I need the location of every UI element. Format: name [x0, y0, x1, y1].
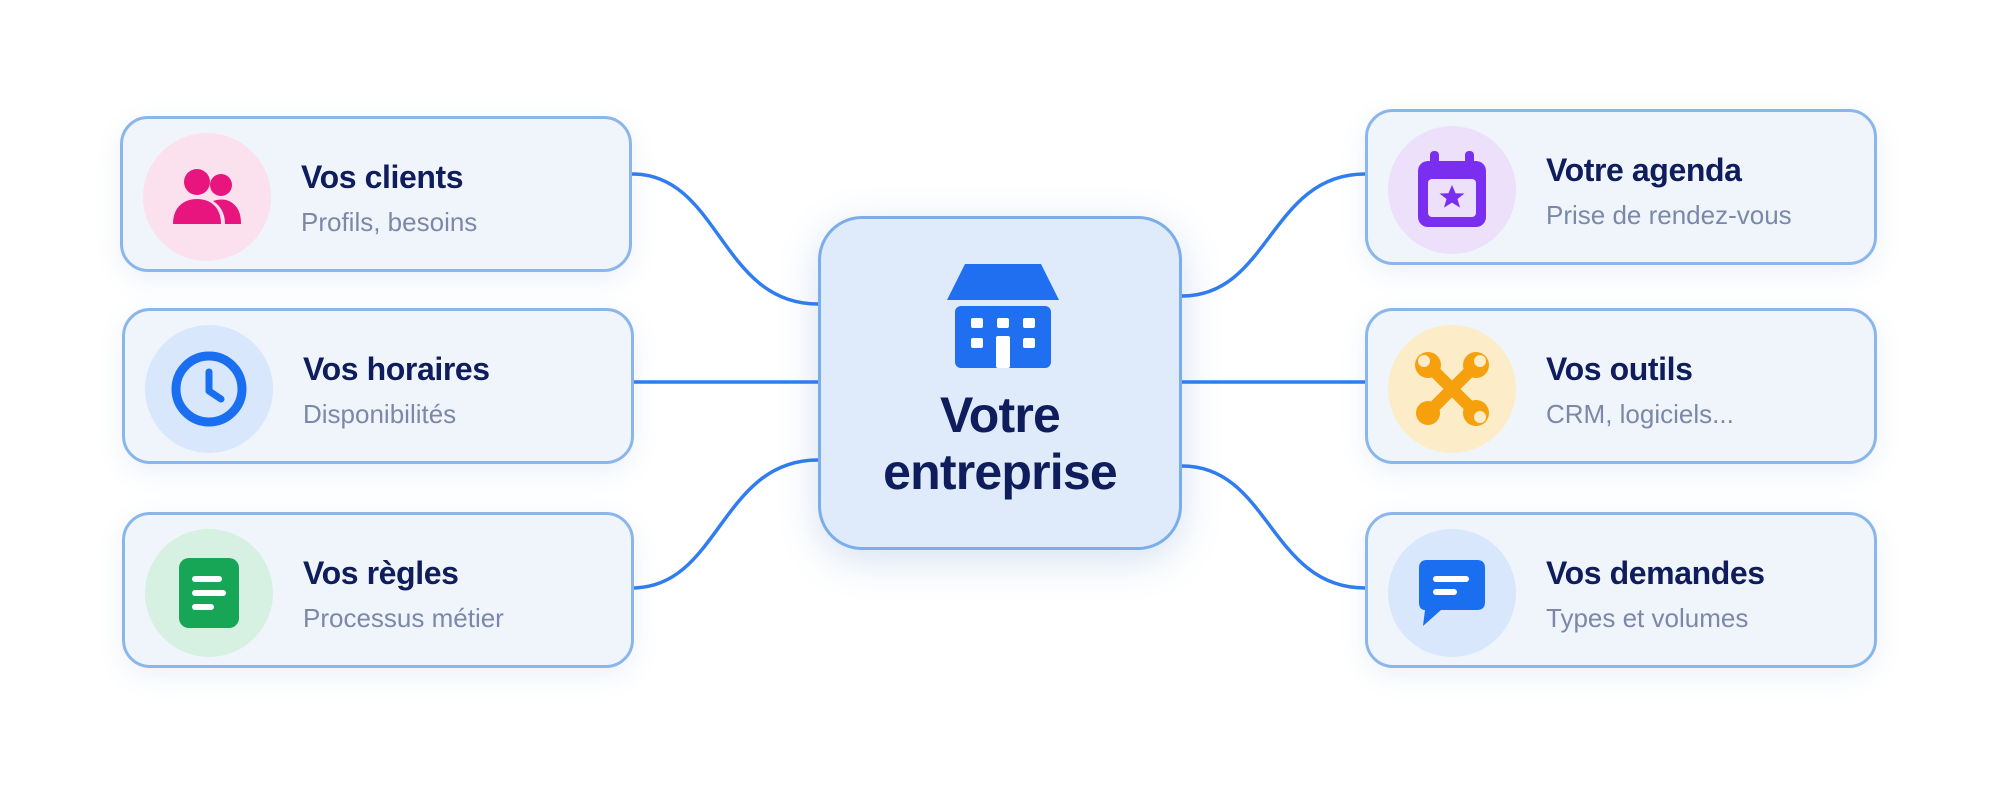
card-vos-outils[interactable]: Vos outils CRM, logiciels... [1365, 308, 1877, 464]
card-subtitle: CRM, logiciels... [1546, 399, 1734, 429]
connector-agenda [1181, 172, 1366, 298]
card-subtitle: Prise de rendez-vous [1546, 200, 1792, 230]
card-title: Vos règles [303, 555, 459, 591]
card-title: Vos outils [1546, 351, 1693, 387]
demandes-icon-circle [1388, 529, 1516, 657]
card-title: Votre agenda [1546, 152, 1742, 188]
users-icon [173, 169, 241, 224]
connector-demandes [1181, 464, 1366, 590]
clock-icon [171, 351, 247, 427]
calendar-star-icon [1418, 151, 1486, 227]
card-vos-horaires[interactable]: Vos horaires Disponibilités [122, 308, 634, 464]
center-title: Votre entreprise [821, 387, 1179, 501]
regles-icon-circle [145, 529, 273, 657]
connector-clients [631, 172, 819, 306]
agenda-icon-circle [1388, 126, 1516, 254]
card-subtitle: Processus métier [303, 603, 504, 633]
card-subtitle: Disponibilités [303, 399, 457, 429]
center-icon-wrap [947, 264, 1059, 373]
tools-icon [1415, 352, 1489, 426]
chat-icon [1419, 560, 1485, 626]
card-title: Vos clients [301, 159, 464, 195]
horaires-icon-circle [145, 325, 273, 453]
clients-icon-circle [143, 133, 271, 261]
card-title: Vos demandes [1546, 555, 1765, 591]
building-icon [947, 264, 1059, 368]
card-votre-agenda[interactable]: Votre agenda Prise de rendez-vous [1365, 109, 1877, 265]
document-icon [179, 558, 239, 628]
card-vos-clients[interactable]: Vos clients Profils, besoins [120, 116, 632, 272]
connector-regles [631, 458, 819, 590]
center-title-line2: entreprise [883, 444, 1118, 500]
card-subtitle: Profils, besoins [301, 207, 478, 237]
center-node[interactable]: Votre entreprise [818, 216, 1182, 550]
card-vos-demandes[interactable]: Vos demandes Types et volumes [1365, 512, 1877, 668]
card-vos-regles[interactable]: Vos règles Processus métier [122, 512, 634, 668]
card-subtitle: Types et volumes [1546, 603, 1749, 633]
center-title-line1: Votre [939, 387, 1061, 443]
card-title: Vos horaires [303, 351, 490, 387]
outils-icon-circle [1388, 325, 1516, 453]
